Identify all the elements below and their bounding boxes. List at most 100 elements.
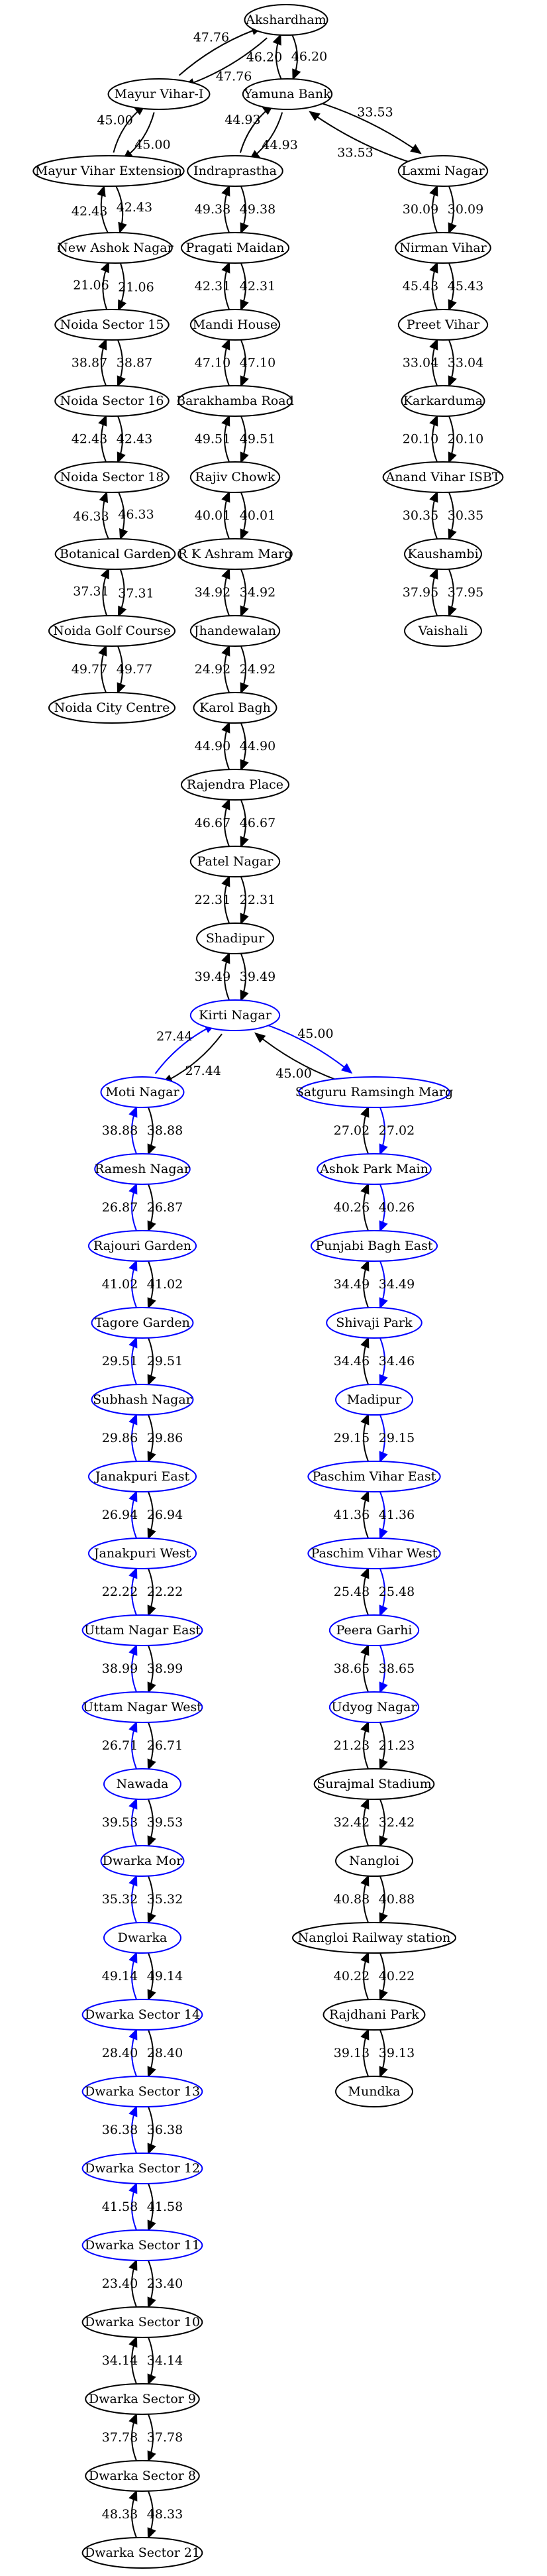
station-node-dwarka-11[interactable]: Dwarka Sector 11 [81, 2229, 203, 2261]
station-node-noida-city[interactable]: Noida City Centre [48, 692, 176, 724]
station-node-vaishali[interactable]: Vaishali [404, 615, 482, 647]
station-node-rajouri[interactable]: Rajouri Garden [87, 1230, 197, 1262]
edge-weight-label: 23.40 [102, 2276, 138, 2291]
station-node-nirman-vihar[interactable]: Nirman Vihar [395, 232, 491, 264]
station-node-outline [58, 232, 173, 264]
station-node-nawada[interactable]: Nawada [103, 1768, 181, 1800]
station-node-noida-18[interactable]: Noida Sector 18 [54, 461, 170, 493]
edge-backward-arrowhead [97, 185, 106, 197]
station-node-peera-garhi[interactable]: Peera Garhi [328, 1614, 420, 1646]
edge-backward-arrowhead [429, 490, 438, 503]
station-node-botanical[interactable]: Botanical Garden [54, 538, 176, 570]
station-node-pragati-maidan[interactable]: Pragati Maidan [180, 232, 290, 264]
station-node-nangloi[interactable]: Nangloi [335, 1845, 413, 1877]
station-node-rk-ashram[interactable]: R K Ashram Marg [177, 538, 293, 570]
station-node-janakpuri-east[interactable]: Janakpuri East [87, 1461, 197, 1492]
station-node-karol-bagh[interactable]: Karol Bagh [193, 692, 277, 724]
station-node-janakpuri-west[interactable]: Janakpuri West [87, 1538, 197, 1569]
station-node-karkarduma[interactable]: Karkarduma [401, 385, 485, 417]
edge-forward-arrowhead [117, 605, 127, 618]
station-node-akshardham[interactable]: Akshardham [244, 4, 328, 36]
station-name-label: Mayur Vihar Extension [35, 164, 182, 178]
station-node-laxmi-nagar[interactable]: Laxmi Nagar [397, 155, 489, 187]
station-node-patel-nagar[interactable]: Patel Nagar [189, 846, 281, 877]
station-node-noida-16[interactable]: Noida Sector 16 [54, 385, 170, 417]
edge-forward-arrowhead [240, 836, 249, 848]
station-node-rajendra-place[interactable]: Rajendra Place [180, 769, 290, 801]
station-node-dwarka-13[interactable]: Dwarka Sector 13 [81, 2076, 203, 2107]
station-node-outline [103, 1922, 181, 1954]
station-name-label: Noida Golf Course [53, 624, 171, 638]
station-node-ashok-park[interactable]: Ashok Park Main [317, 1153, 432, 1185]
station-node-noida-15[interactable]: Noida Sector 15 [54, 309, 170, 341]
station-node-anand-vihar[interactable]: Anand Vihar ISBT [382, 461, 504, 493]
station-node-dwarka-21[interactable]: Dwarka Sector 21 [81, 2537, 203, 2569]
edge-weight-label: 45.43 [403, 279, 438, 294]
station-name-label: Mundka [348, 2084, 401, 2099]
station-node-paschim-vihar-east[interactable]: Paschim Vihar East [307, 1461, 441, 1492]
station-node-punjabi-bagh[interactable]: Punjabi Bagh East [310, 1230, 438, 1262]
station-node-outline [323, 1999, 426, 2031]
station-node-dwarka[interactable]: Dwarka [103, 1922, 181, 1954]
edge-backward-arrowhead [221, 414, 230, 427]
edge-weight-label: 22.31 [195, 893, 230, 907]
edge-forward-arrowhead [379, 1451, 388, 1463]
station-node-ramesh-nagar[interactable]: Ramesh Nagar [94, 1153, 191, 1185]
edge-weight-label: 45.00 [275, 1066, 311, 1081]
station-node-barakhamba[interactable]: Barakhamba Road [176, 385, 294, 417]
station-node-preet-vihar[interactable]: Preet Vihar [397, 309, 489, 341]
station-name-label: Madipur [347, 1392, 402, 1407]
edge-weight-label: 45.00 [297, 1027, 333, 1041]
station-node-uttam-east[interactable]: Uttam Nagar East [81, 1614, 203, 1646]
edge-forward-arrowhead [117, 375, 126, 388]
station-node-tagore[interactable]: Tagore Garden [91, 1307, 194, 1339]
station-node-new-ashok-nagar[interactable]: New Ashok Nagar [57, 232, 174, 264]
station-node-yamuna-bank[interactable]: Yamuna Bank [242, 78, 333, 110]
station-node-mundka[interactable]: Mundka [335, 2076, 413, 2107]
station-node-jhandewalan[interactable]: Jhandewalan [189, 615, 281, 647]
station-node-outline [335, 1384, 413, 1416]
station-node-madipur[interactable]: Madipur [335, 1384, 413, 1416]
station-node-outline [189, 461, 281, 493]
station-node-dwarka-mor[interactable]: Dwarka Mor [100, 1845, 185, 1877]
station-node-noida-golf[interactable]: Noida Golf Course [48, 615, 176, 647]
edge-weight-label: 40.88 [334, 1892, 370, 1907]
edge-backward-arrowhead [128, 1259, 138, 1272]
station-node-mayur-vihar-ext[interactable]: Mayur Vihar Extension [32, 155, 185, 187]
station-node-paschim-vihar-west[interactable]: Paschim Vihar West [307, 1538, 441, 1569]
station-node-subhash-nagar[interactable]: Subhash Nagar [91, 1384, 194, 1416]
station-node-dwarka-14[interactable]: Dwarka Sector 14 [81, 1999, 203, 2031]
edge-forward-arrowhead [147, 2066, 156, 2078]
station-node-mandi-house[interactable]: Mandi House [189, 309, 281, 341]
station-node-indraprastha[interactable]: Indraprastha [187, 155, 283, 187]
station-node-rajiv-chowk[interactable]: Rajiv Chowk [189, 461, 281, 493]
station-node-dwarka-12[interactable]: Dwarka Sector 12 [81, 2153, 203, 2184]
station-node-shadipur[interactable]: Shadipur [196, 923, 274, 954]
station-node-satguru[interactable]: Satguru Ramsingh Marg [295, 1076, 453, 1108]
edge-weight-label: 25.48 [334, 1585, 370, 1599]
station-node-kirti-nagar[interactable]: Kirti Nagar [189, 999, 281, 1031]
station-node-nangloi-rly[interactable]: Nangloi Railway station [292, 1922, 456, 1954]
station-node-mayur-vihar-1[interactable]: Mayur Vihar-I [107, 78, 211, 110]
station-node-dwarka-8[interactable]: Dwarka Sector 8 [85, 2460, 200, 2492]
station-node-rajdhani-park[interactable]: Rajdhani Park [323, 1999, 426, 2031]
edge-backward-arrowhead [360, 1105, 370, 1118]
station-node-udyog-nagar[interactable]: Udyog Nagar [328, 1691, 420, 1723]
station-name-label: Uttam Nagar West [83, 1700, 202, 1714]
edge-weight-label: 29.15 [379, 1431, 415, 1445]
station-name-label: Surajmal Stadium [317, 1777, 432, 1791]
station-node-surajmal[interactable]: Surajmal Stadium [313, 1768, 435, 1800]
station-node-dwarka-10[interactable]: Dwarka Sector 10 [81, 2306, 203, 2338]
station-node-moti-nagar[interactable]: Moti Nagar [100, 1076, 185, 1108]
station-node-dwarka-9[interactable]: Dwarka Sector 9 [85, 2383, 200, 2415]
station-node-shivaji-park[interactable]: Shivaji Park [326, 1307, 423, 1339]
station-node-uttam-west[interactable]: Uttam Nagar West [81, 1691, 203, 1723]
edge-weight-label: 34.49 [334, 1277, 370, 1292]
station-node-kaushambi[interactable]: Kaushambi [404, 538, 482, 570]
edge-weight-label: 29.86 [147, 1431, 183, 1445]
